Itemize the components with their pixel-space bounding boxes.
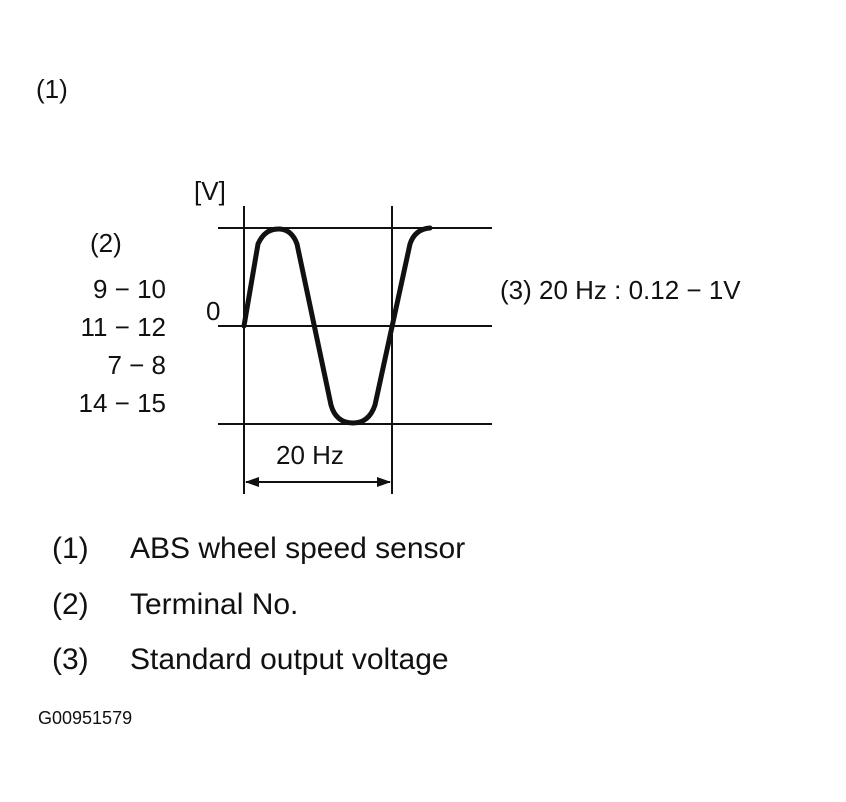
terminal-pair: 9 − 10 — [92, 274, 166, 304]
period-label: 20 Hz — [276, 440, 344, 470]
terminal-group-label: (2) — [90, 228, 122, 258]
zero-label: 0 — [206, 296, 221, 326]
terminal-pair: 14 − 15 — [78, 388, 166, 418]
terminal-pair: 11 − 12 — [80, 312, 166, 342]
figure-label: (1) — [36, 74, 68, 104]
terminal-list: 9 − 10 11 − 12 7 − 8 14 − 15 — [56, 270, 166, 422]
legend-text: Standard output voltage — [130, 643, 449, 676]
legend-text: Terminal No. — [130, 588, 299, 621]
legend-text: ABS wheel speed sensor — [130, 532, 466, 565]
terminal-pair: 7 − 8 — [107, 350, 166, 380]
legend-number: (1) — [52, 532, 89, 565]
voltage-spec: (3) 20 Hz : 0.12 − 1V — [500, 275, 741, 305]
axis-unit-label: [V] — [194, 176, 226, 206]
sine-waveform — [241, 225, 433, 426]
legend-number: (3) — [52, 643, 89, 676]
figure-code: G00951579 — [38, 708, 133, 728]
legend-number: (2) — [52, 588, 89, 621]
